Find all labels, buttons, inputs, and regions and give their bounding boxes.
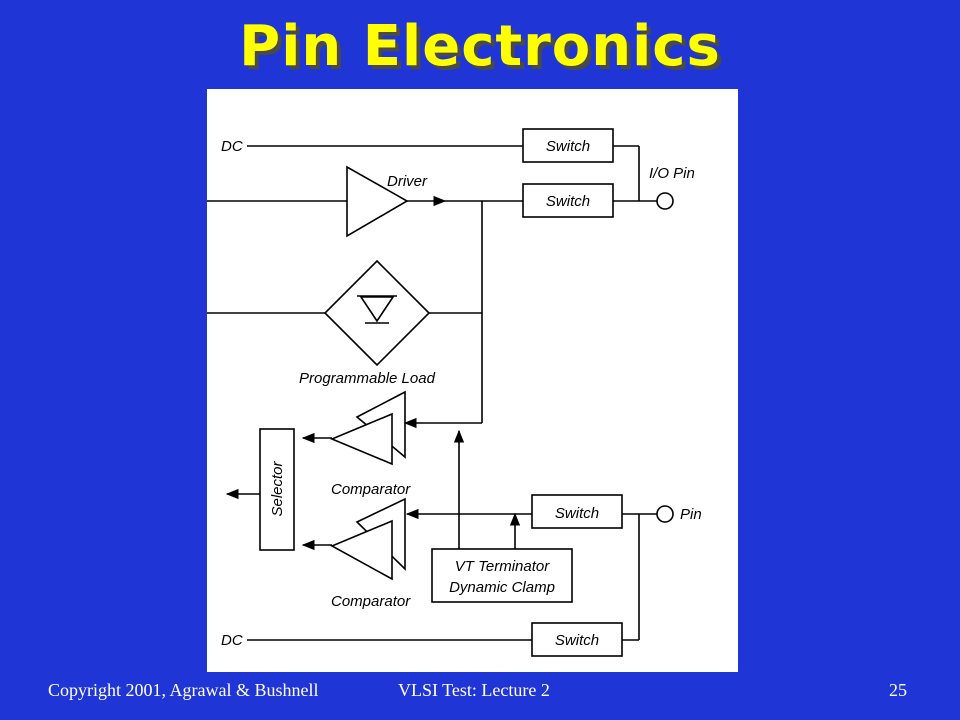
dynamic-clamp-label: Dynamic Clamp (449, 579, 555, 596)
pin-electronics-diagram: DC Switch Driver Switch I/O Pin Programm… (207, 89, 738, 672)
comparator-bottom-front (330, 519, 393, 581)
pin-label: Pin (680, 506, 702, 523)
slide-title: Pin Electronics (239, 14, 721, 79)
comparator-bottom-label: Comparator (331, 593, 411, 610)
switch-2-label: Switch (546, 193, 590, 210)
programmable-load-label: Programmable Load (299, 370, 436, 387)
footer-lecture: VLSI Test: Lecture 2 (398, 680, 550, 700)
vt-terminator-label: VT Terminator (455, 558, 550, 575)
switch-2-box (522, 183, 614, 218)
selector-box (259, 428, 295, 551)
driver-triangle (346, 165, 409, 238)
footer-copyright: Copyright 2001, Agrawal & Bushnell (48, 680, 319, 700)
selector-label: Selector (269, 460, 286, 516)
page-number: 25 (889, 680, 907, 700)
vt-terminator-box (431, 548, 573, 603)
dc-bottom-label: DC (221, 632, 243, 649)
io-pin-terminal (656, 192, 674, 210)
switch-1-label: Switch (546, 138, 590, 155)
comparator-top-front (329, 412, 393, 466)
comparator-top-label: Comparator (331, 481, 411, 498)
switch-3-label: Switch (555, 505, 599, 522)
driver-label: Driver (387, 173, 428, 190)
switch-4-label: Switch (555, 632, 599, 649)
pin-terminal (656, 505, 674, 523)
switch-3-box (531, 494, 623, 529)
io-pin-label: I/O Pin (649, 165, 695, 182)
dc-top-label: DC (221, 138, 243, 155)
